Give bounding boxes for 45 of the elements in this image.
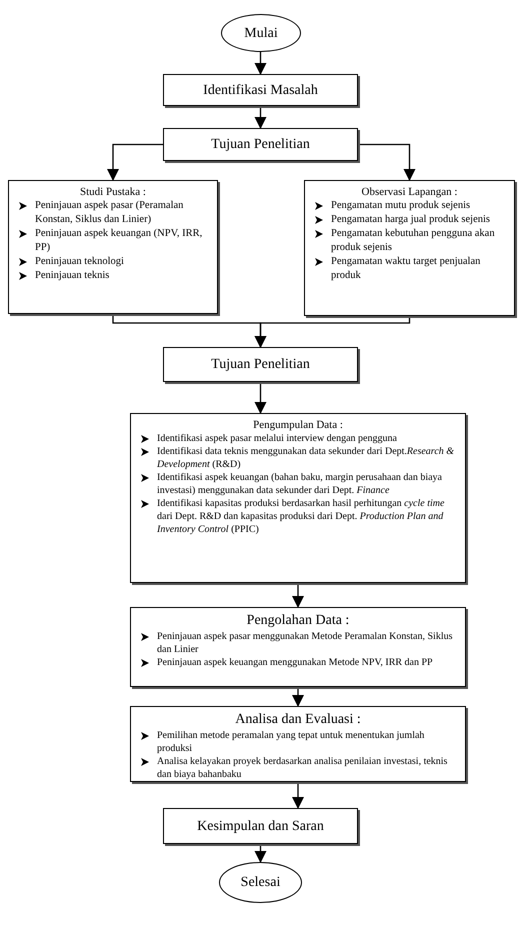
bullet-text: Pemilihan metode peramalan yang tepat untuk menentukan jumlah produksi bbox=[157, 729, 426, 755]
bullet-text: Peninjauan aspek pasar (Peramalan Konstan, Siklus dan Linier) bbox=[35, 199, 184, 227]
bullet-text: Peninjauan teknologi bbox=[35, 255, 124, 269]
arrow bbox=[107, 144, 163, 181]
box-heading: Pengumpulan Data : bbox=[252, 418, 344, 432]
arrow bbox=[254, 52, 266, 75]
bullet-text: Pengamatan waktu target penjualan produk bbox=[331, 255, 482, 283]
bullet-text: Pengamatan harga jual produk sejenis bbox=[331, 213, 490, 227]
bullet-text: Pengamatan mutu produk sejenis bbox=[331, 199, 470, 213]
process-box bbox=[130, 706, 466, 782]
box-label: Tujuan Penelitian bbox=[211, 356, 310, 374]
process-box bbox=[163, 808, 358, 844]
arrow bbox=[292, 687, 304, 707]
arrow bbox=[292, 583, 304, 608]
box-heading: Observasi Lapangan : bbox=[360, 185, 458, 199]
bullet-text: Peninjauan aspek keuangan menggunakan Metode NPV, IRR dan PP bbox=[157, 656, 433, 669]
box-label: Kesimpulan dan Saran bbox=[197, 818, 324, 836]
arrow bbox=[358, 144, 416, 181]
box-heading: Studi Pustaka : bbox=[78, 185, 147, 199]
process-box bbox=[304, 180, 515, 316]
bullet-text: Analisa kelayakan proyek berdasarkan analisa penilaian investasi, teknis dan biaya bahanbaku bbox=[157, 755, 448, 781]
terminal-label: Selesai bbox=[240, 874, 280, 892]
arrow bbox=[254, 106, 266, 129]
box-heading: Analisa dan Evaluasi : bbox=[234, 711, 362, 729]
process-box bbox=[163, 128, 358, 161]
terminal-label: Mulai bbox=[244, 24, 278, 42]
bullet-text: Identifikasi kapasitas produksi berdasarkan hasil perhitungan cycle time dari Dept. R&D dan kapasitas produksi dari Dept. Production Plan and Inventory Control (PPIC) bbox=[157, 497, 446, 536]
process-box bbox=[130, 413, 466, 583]
process-box bbox=[130, 607, 466, 687]
process-box bbox=[163, 347, 358, 382]
arrow bbox=[292, 782, 304, 809]
bullet-text: Identifikasi data teknis menggunakan data sekunder dari Dept.Research & Development (R&D) bbox=[157, 445, 456, 471]
box-heading: Pengolahan Data : bbox=[246, 612, 350, 630]
arrow bbox=[254, 844, 266, 863]
bullet-text: Peninjauan teknis bbox=[35, 269, 110, 283]
bullet-text: Peninjauan aspek keuangan (NPV, IRR, PP) bbox=[35, 227, 204, 255]
process-box bbox=[8, 180, 218, 314]
bullet-text: Pengamatan kebutuhan pengguna akan produk sejenis bbox=[331, 227, 496, 255]
bullet-text: Identifikasi aspek pasar melalui interview dengan pengguna bbox=[157, 432, 397, 445]
process-box bbox=[163, 74, 358, 106]
arrow bbox=[254, 382, 266, 414]
box-label: Tujuan Penelitian bbox=[211, 136, 310, 154]
arrow bbox=[254, 316, 410, 348]
box-label: Identifikasi Masalah bbox=[203, 82, 318, 100]
bullet-text: Peninjauan aspek pasar menggunakan Metode Peramalan Konstan, Siklus dan Linier bbox=[157, 630, 454, 656]
